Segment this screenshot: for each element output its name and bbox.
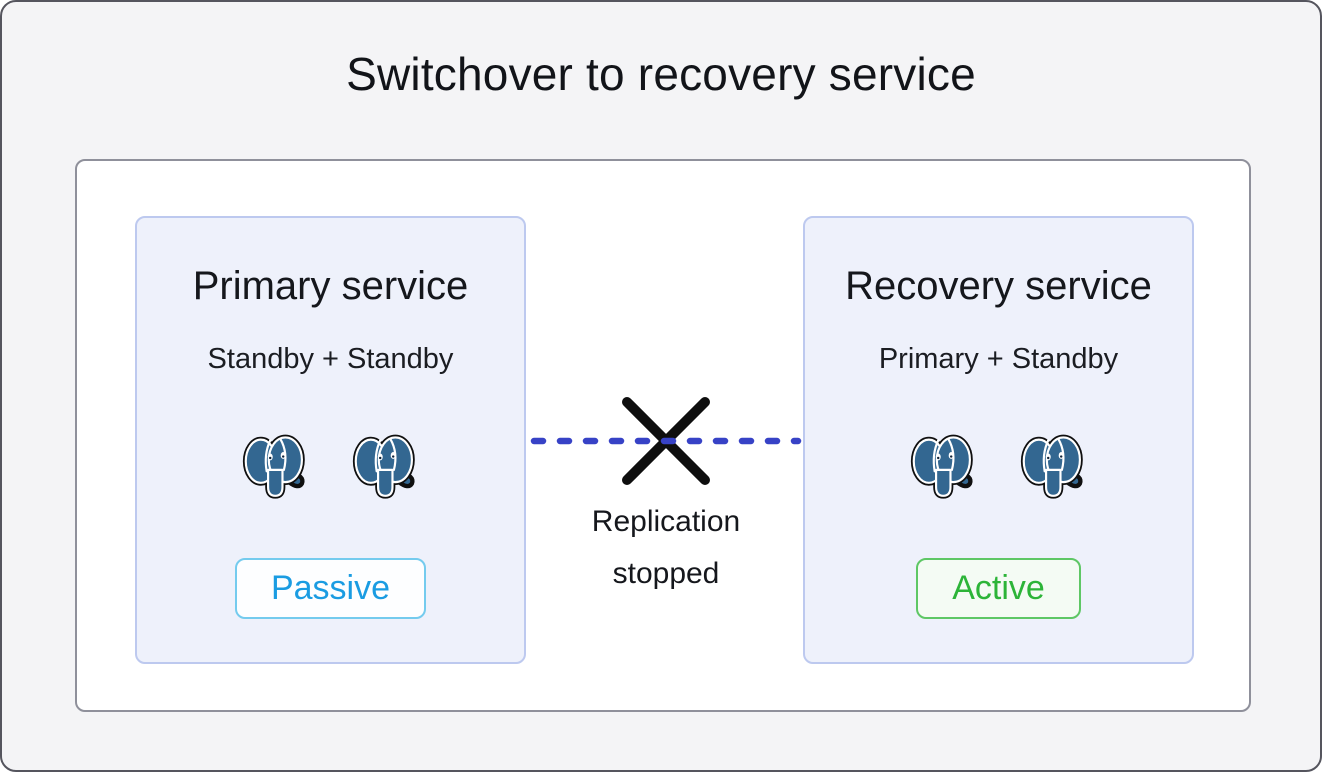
database-instances [908,428,1090,506]
postgresql-icon [908,428,980,506]
diagram-panel: Primary service Standby + Standby Passiv… [75,159,1251,712]
service-name: Recovery service [845,264,1152,308]
service-topology: Primary + Standby [878,343,1119,375]
service-topology: Standby + Standby [207,343,454,375]
page-title: Switchover to recovery service [346,48,976,100]
status-badge: Passive [234,558,427,619]
replication-link [530,397,802,485]
postgresql-icon [240,428,312,506]
postgresql-icon [1018,428,1090,506]
service-name: Primary service [192,264,469,308]
database-instances [240,428,422,506]
primary-service-card: Primary service Standby + Standby Passiv… [135,216,526,664]
replication-connector: Replication stopped [526,216,806,664]
recovery-service-card: Recovery service Primary + Standby Activ… [803,216,1194,664]
status-badge: Active [916,558,1081,619]
replication-status-label: Replication stopped [591,505,741,590]
postgresql-icon [350,428,422,506]
